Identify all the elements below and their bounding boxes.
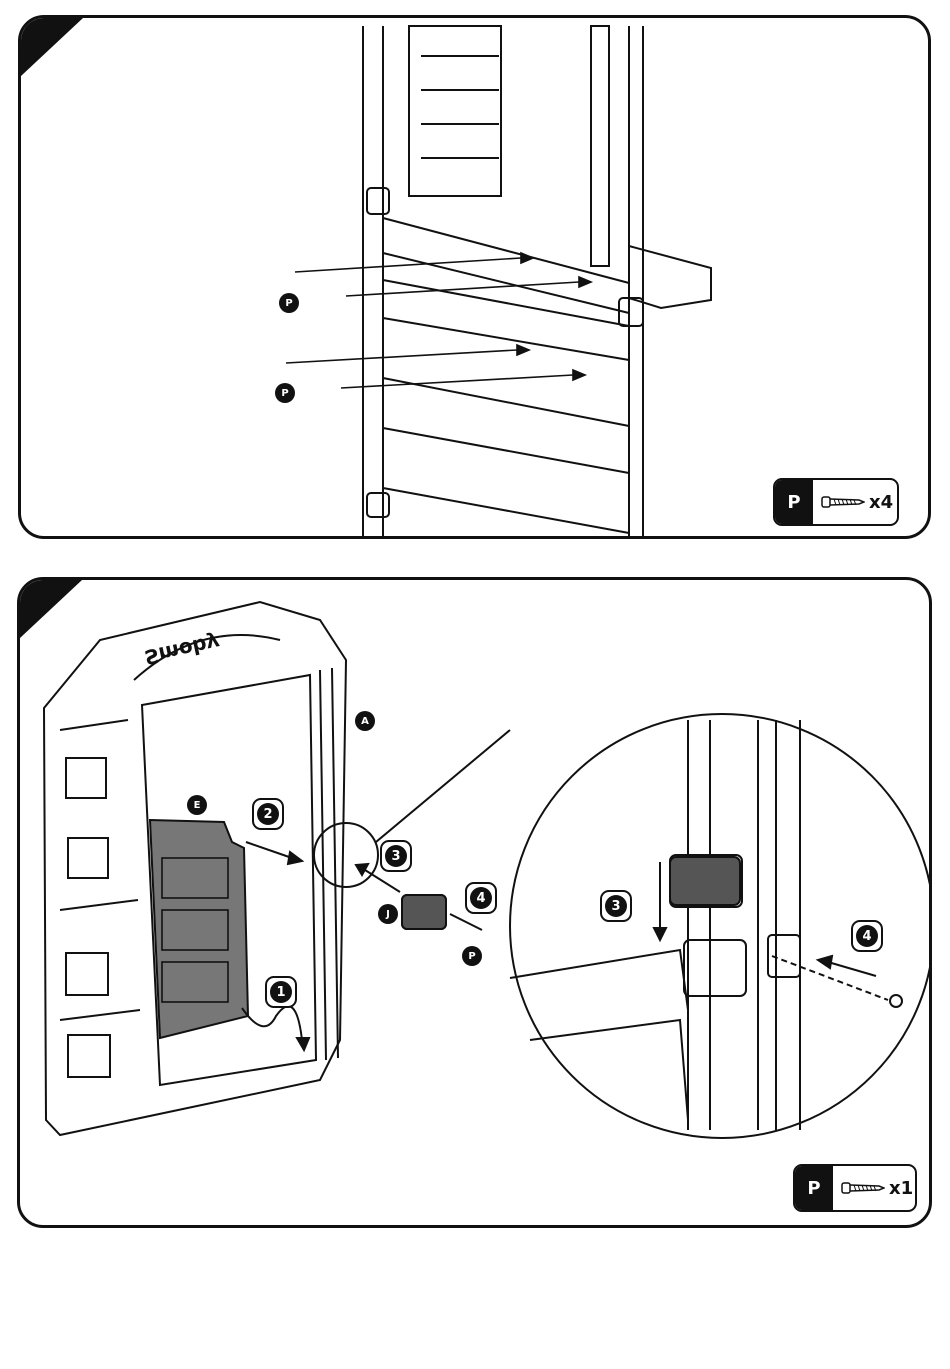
part-p-callout: P xyxy=(279,293,299,313)
step-number-1: 1 xyxy=(265,976,297,1008)
part-letter: P xyxy=(795,1166,833,1210)
part-quantity: x4 xyxy=(869,492,893,513)
assembly-step-panel-2: Smoby A E J P 1 2 3 4 3 4 P x1 xyxy=(17,577,932,1228)
step-number-4: 4 xyxy=(465,882,497,914)
detail-step-3: 3 xyxy=(600,890,632,922)
part-e-callout: E xyxy=(187,795,207,815)
part-a-callout: A xyxy=(355,711,375,731)
parts-count-box: P x1 xyxy=(793,1164,917,1212)
assembly-step-panel-1: P P P x4 xyxy=(18,15,931,539)
part-letter: P xyxy=(775,480,813,524)
screw-icon xyxy=(841,1180,885,1196)
part-p-callout: P xyxy=(462,946,482,966)
part-j-callout: J xyxy=(378,904,398,924)
part-quantity: x1 xyxy=(889,1178,913,1199)
detail-step-4: 4 xyxy=(851,920,883,952)
step-number-3: 3 xyxy=(380,840,412,872)
step-number-2: 2 xyxy=(252,798,284,830)
parts-count-box: P x4 xyxy=(773,478,899,526)
part-p-callout: P xyxy=(275,383,295,403)
wall-panel-drawing xyxy=(21,18,931,539)
screw-icon xyxy=(821,494,865,510)
